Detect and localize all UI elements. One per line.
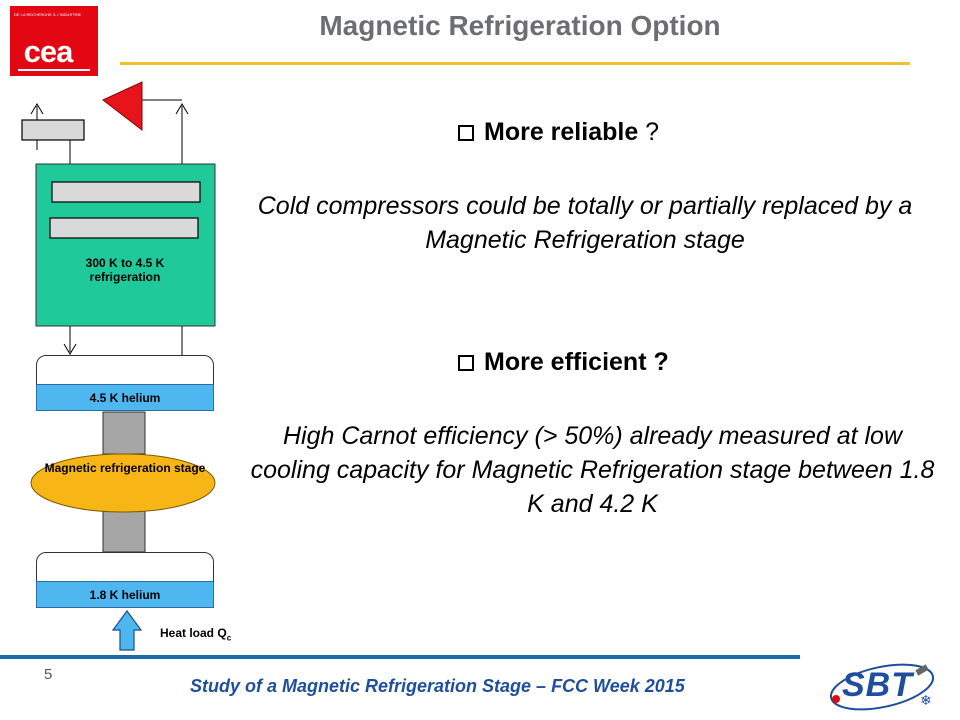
footer-text: Study of a Magnetic Refrigeration Stage … (190, 676, 685, 696)
bullet-efficient-head: More efficient ? (484, 348, 669, 376)
magnetic-stage (30, 453, 216, 513)
bullet-efficient: More efficient ? (458, 348, 669, 377)
arrowhead-up-right (175, 103, 189, 115)
arrowhead-down-left (63, 343, 77, 355)
warm-heat-exchanger (21, 119, 85, 141)
magnetic-stage-label: Magnetic refrigeration stage (44, 461, 206, 475)
heat-load-text: Heat load Q (160, 626, 227, 640)
bath-1-8k-helium-band (36, 581, 214, 608)
slide-title: Magnetic Refrigeration Option (319, 10, 721, 41)
page-number: 5 (44, 666, 53, 683)
bullet-reliable-body: Cold compressors could be totally or par… (257, 192, 913, 254)
thermal-link-upper (102, 411, 146, 455)
cea-logo-graphic (18, 69, 90, 71)
compressor-icon (102, 81, 143, 132)
snowflake-icon: ❄ (920, 693, 932, 709)
heat-exchanger-1 (51, 181, 201, 203)
bullet-reliable: More reliable ? (458, 118, 659, 147)
sbt-logo: ❄ (829, 663, 935, 711)
heat-load-arrow-icon (111, 609, 143, 651)
heat-load-subscript: c (226, 633, 232, 643)
bullet-reliable-head: More reliable (484, 118, 639, 146)
bath-4-5k-helium-band (36, 384, 214, 411)
refrigerator-label: 300 K to 4.5 K refrigeration (85, 256, 165, 284)
bath-1-8k-label: 1.8 K helium (89, 588, 161, 602)
bullet-efficient-body: High Carnot efficiency (> 50%) already m… (250, 422, 935, 518)
bullet-reliable-tail: ? (638, 118, 660, 146)
cea-logo-text: cea (23, 34, 74, 69)
heat-load-label: Heat load Qc (160, 626, 231, 642)
sbt-logo-text: SBT (842, 666, 913, 704)
satellite-icon (915, 664, 929, 676)
cea-logo (10, 6, 98, 76)
checkbox-bullet-icon (458, 355, 474, 371)
arrowhead-up-left (30, 103, 44, 115)
cea-logo-tagline: DE LA RECHERCHE À L'INDUSTRIE (14, 12, 82, 17)
bath-4-5k-label: 4.5 K helium (89, 391, 161, 405)
heat-exchanger-2 (49, 217, 199, 239)
logo-dot-icon (832, 695, 840, 703)
refrigeration-diagram (21, 81, 216, 651)
footer-line (0, 655, 800, 659)
title-underline (120, 62, 910, 65)
checkbox-bullet-icon (458, 125, 474, 141)
